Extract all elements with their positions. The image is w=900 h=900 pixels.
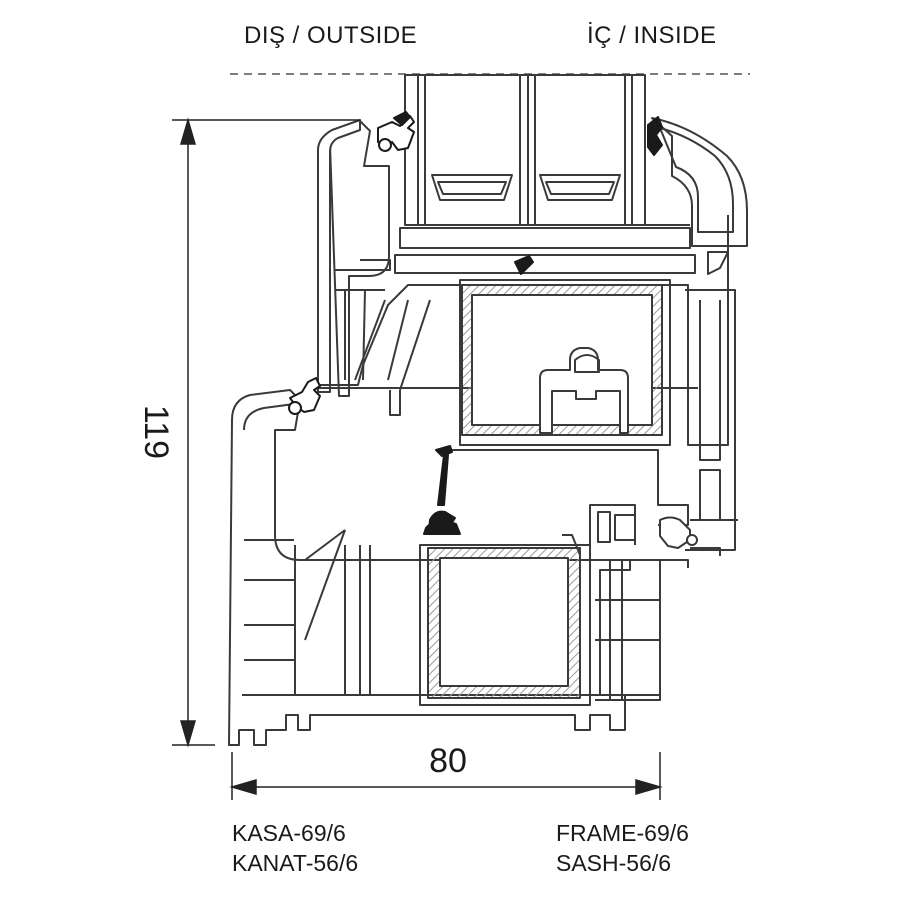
- inner-frame-gasket: [597, 511, 721, 568]
- sash-code-tr: KANAT-56/6: [232, 850, 359, 876]
- center-seal-gasket: [423, 445, 461, 535]
- glazing-unit: [394, 74, 696, 274]
- outside-label: DIŞ / OUTSIDE: [244, 22, 418, 49]
- height-value: 119: [137, 405, 175, 459]
- sash-profile: [317, 119, 738, 551]
- frame-code-en: FRAME-69/6: [556, 820, 689, 846]
- sash-gasket: [514, 255, 534, 275]
- footer-right: FRAME-69/6 SASH-56/6: [556, 818, 689, 878]
- outer-glazing-gasket: [377, 111, 415, 152]
- glazing-bead: [647, 116, 748, 275]
- inside-label: İÇ / INSIDE: [587, 22, 717, 49]
- width-dimension: [229, 752, 663, 800]
- height-dimension: [172, 117, 360, 748]
- sash-code-en: SASH-56/6: [556, 850, 672, 876]
- frame-outer-gasket: [288, 377, 321, 415]
- footer-left: KASA-69/6 KANAT-56/6: [232, 818, 358, 878]
- frame-profile: [228, 389, 661, 746]
- width-value: 80: [429, 742, 467, 780]
- frame-code-tr: KASA-69/6: [232, 820, 346, 846]
